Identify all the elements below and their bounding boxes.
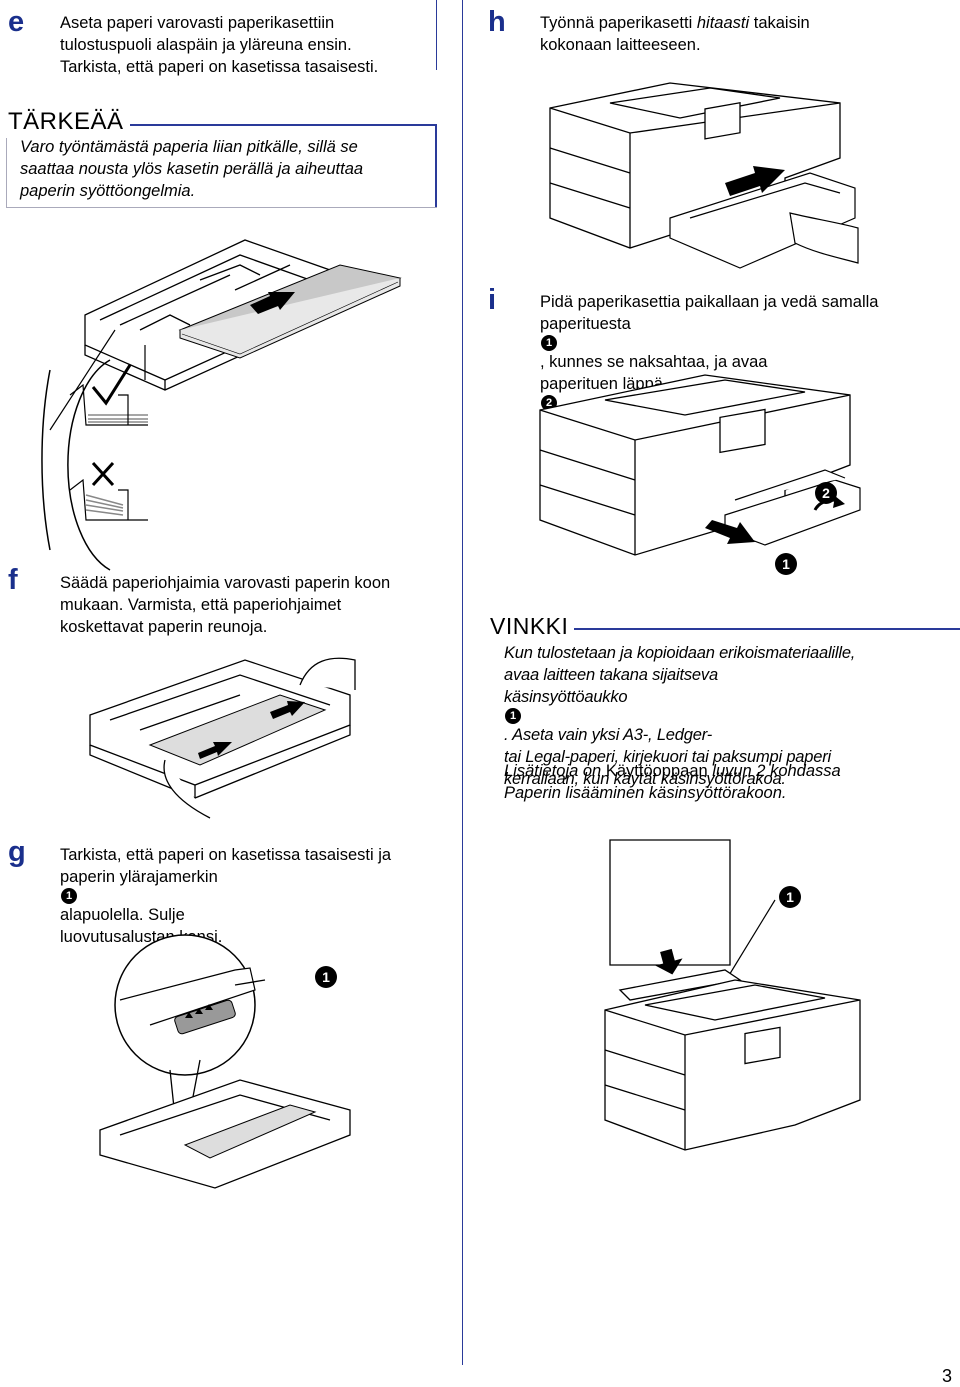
hint-p1-line-2: avaa laitteen takana sijaitseva (504, 666, 718, 684)
step-h-line-1-italic: hitaasti (696, 14, 750, 32)
hint-top-rule (574, 628, 960, 630)
important-heading: TÄRKEÄÄ (8, 108, 124, 135)
important-right-rule (435, 124, 437, 208)
important-top-rule (130, 124, 436, 126)
figure-marker-i-2: 2 (815, 482, 837, 504)
figure-marker-hint: 1 (779, 886, 801, 908)
step-g-line-2: paperin ylärajamerkin 1 alapuolella. Sul… (60, 866, 391, 926)
step-i-line-3-start: paperituen läppä (540, 375, 663, 393)
hint-p2-line-1: Lisätietoja on Käyttöoppaan luvun 2 kohd… (504, 760, 841, 782)
push-tray-printer-figure (549, 82, 859, 269)
hint-p2-line-1-a: Lisätietoja on (504, 762, 602, 780)
hint-p1-line-1: Kun tulostetaan ja kopioidaan erikoismat… (504, 644, 856, 662)
important-line-3: paperin syöttöongelmia. (20, 182, 196, 200)
important-left-rule (6, 138, 7, 208)
step-f-line-2: mukaan. Varmista, että paperiohjaimet (60, 596, 342, 614)
figure-marker-g: 1 (315, 966, 337, 988)
hint-p2-line-1-b: Käyttöoppaan (605, 762, 708, 780)
hint-p1-line-3-end: . Aseta vain yksi A3-, Ledger- (504, 726, 712, 744)
step-i-line-2-start: paperituesta (540, 315, 631, 333)
important-line-1: Varo työntämästä paperia liian pitkälle,… (20, 138, 358, 156)
hint-p1-line-3-start: käsinsyöttöaukko (504, 688, 628, 706)
step-h-line-1-start: Työnnä paperikasetti (540, 14, 693, 32)
hint-paragraph-2: Lisätietoja on Käyttöoppaan luvun 2 kohd… (504, 760, 841, 804)
paper-limit-mark-figure (99, 934, 351, 1189)
step-i-line-2-end: , kunnes se naksahtaa, ja avaa (540, 353, 768, 371)
step-letter-f: f (8, 564, 18, 596)
marker-1-inline: 1 (61, 888, 77, 904)
important-line-2: saattaa nousta ylös kasetin perällä ja a… (20, 160, 364, 178)
step-i-line-2: paperituesta 1 , kunnes se naksahtaa, ja … (540, 313, 878, 373)
marker-1-inline: 1 (505, 708, 521, 724)
step-f-line-3: koskettavat paperin reunoja. (60, 618, 268, 636)
important-text: Varo työntämästä paperia liian pitkälle,… (20, 136, 363, 202)
paper-guide-check-inset (67, 359, 148, 571)
step-g-line-2-end: alapuolella. Sulje (60, 906, 185, 924)
step-e-line-3: Tarkista, että paperi on kasetissa tasai… (60, 58, 379, 76)
step-letter-h: h (488, 6, 506, 38)
step-letter-e: e (8, 6, 25, 38)
step-e-line-1: Aseta paperi varovasti paperikasettiin (60, 14, 335, 32)
step-h-line-1-end: takaisin (753, 14, 810, 32)
hint-p1-line-5: kerrallaan, kun käytät käsinsyöttörakoa. (504, 770, 786, 788)
hint-heading: VINKKI (490, 613, 569, 639)
hint-p1-line-4: tai Legal-paperi, kirjekuori tai paksump… (504, 748, 831, 766)
step-g-line-1: Tarkista, että paperi on kasetissa tasai… (60, 846, 392, 864)
check-mark-icon (91, 364, 132, 406)
step-letter-i: i (488, 284, 497, 316)
step-g-line-2-start: paperin ylärajamerkin (60, 868, 218, 886)
page-number: 3 (942, 1366, 953, 1386)
paper-tray-loading-figure (41, 239, 402, 551)
hint-p2-line-2: Paperin lisääminen käsinsyöttörakoon. (504, 784, 787, 802)
step-e-text: Aseta paperi varovasti paperikasettiin t… (60, 12, 378, 78)
hint-paragraph-1: Kun tulostetaan ja kopioidaan erikoismat… (504, 642, 855, 790)
hint-p2-line-1-c: luvun 2 kohdassa (712, 762, 841, 780)
step-i-text: Pidä paperikasettia paikallaan ja vedä s… (540, 291, 878, 433)
step-i-line-1: Pidä paperikasettia paikallaan ja vedä s… (540, 293, 879, 311)
left-column-divider (436, 0, 437, 70)
adjust-paper-guides-figure (89, 657, 356, 819)
marker-1-inline: 1 (541, 335, 557, 351)
step-h-text: Työnnä paperikasetti hitaasti takaisin k… (540, 12, 810, 56)
hint-p1-line-3: käsinsyöttöaukko 1 . Aseta vain yksi A3-,… (504, 686, 855, 746)
cross-mark-icon (91, 461, 115, 487)
right-column-divider (462, 0, 463, 1365)
step-f-line-1: Säädä paperiohjaimia varovasti paperin k… (60, 574, 391, 592)
manual-feed-slot-figure (604, 839, 861, 1151)
step-letter-g: g (8, 836, 26, 868)
important-bottom-rule (6, 207, 437, 208)
step-f-text: Säädä paperiohjaimia varovasti paperin k… (60, 572, 390, 638)
figure-marker-i-1: 1 (775, 553, 797, 575)
step-h-line-2: kokonaan laitteeseen. (540, 36, 701, 54)
pull-paper-support-figure (539, 374, 861, 556)
step-h-line-1: Työnnä paperikasetti hitaasti takaisin (540, 12, 810, 34)
step-e-line-2: tulostuspuoli alaspäin ja yläreuna ensin… (60, 36, 352, 54)
